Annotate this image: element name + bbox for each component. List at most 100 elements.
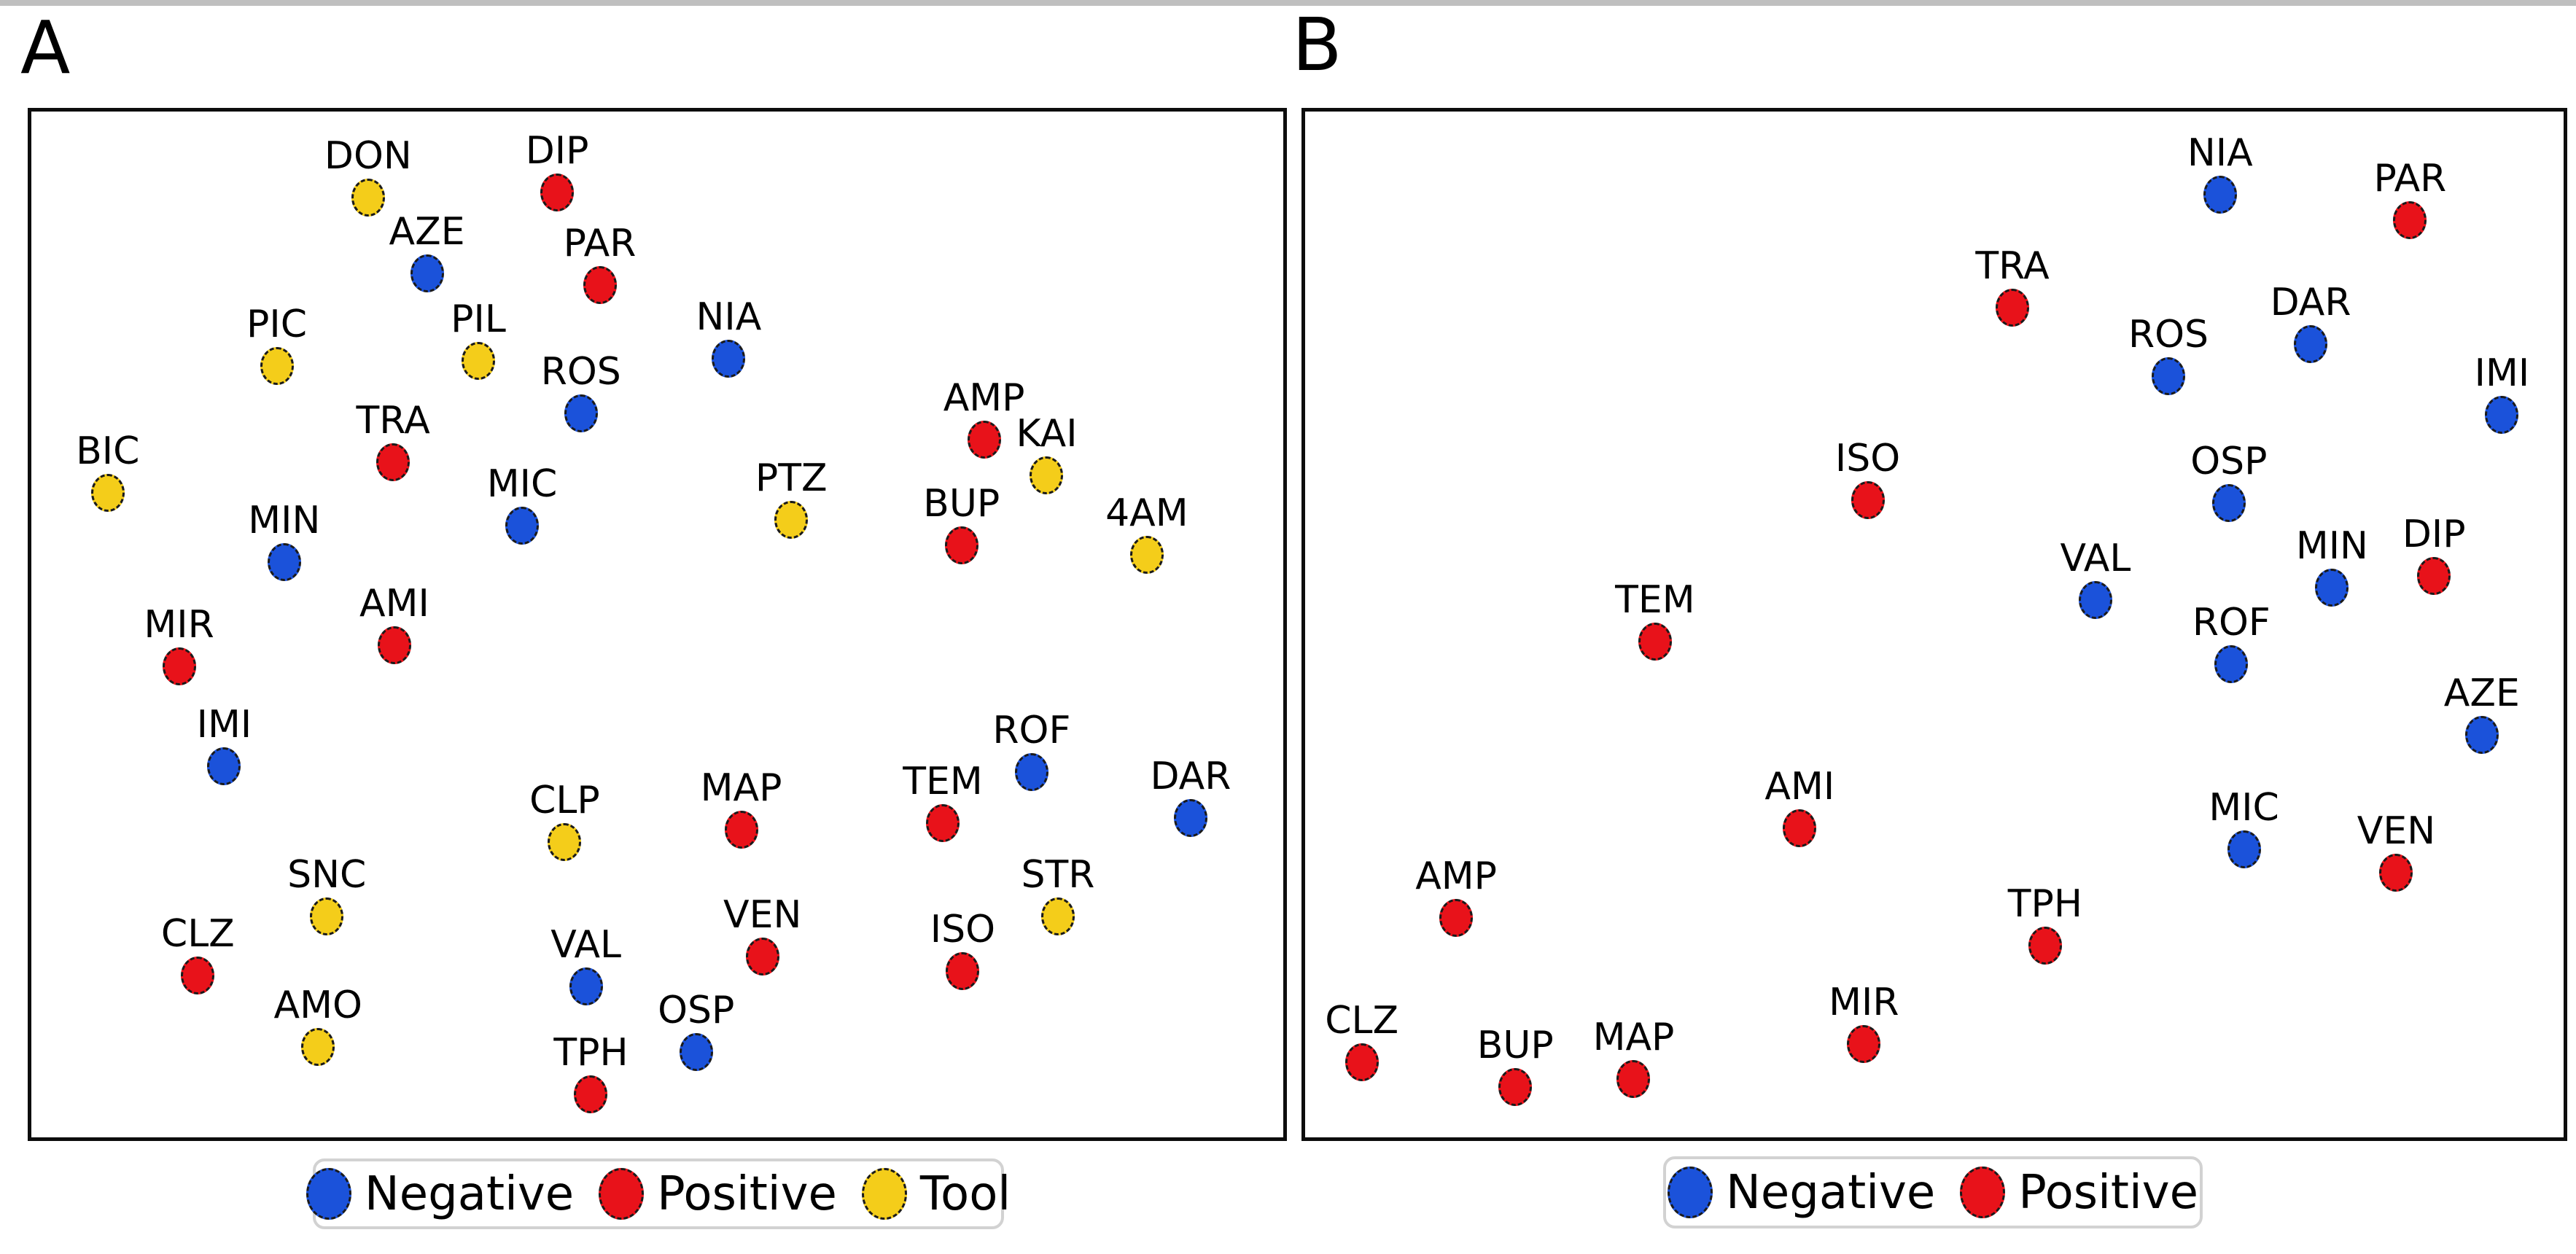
point-label: BUP — [1476, 1024, 1554, 1068]
negative-marker-icon — [2294, 325, 2328, 364]
positive-marker-icon — [162, 647, 196, 686]
point-label: TRA — [1975, 244, 2050, 288]
positive-marker-icon — [2393, 201, 2427, 240]
point-label: MAP — [700, 766, 782, 810]
positive-marker-icon — [1783, 809, 1817, 848]
point-label: BIC — [76, 429, 140, 474]
legend-label: Tool — [919, 1167, 1011, 1221]
positive-marker-icon — [1996, 288, 2029, 327]
point-label: MIR — [1829, 980, 1899, 1024]
point-label: IMI — [2474, 351, 2530, 396]
point-label: TEM — [1615, 578, 1695, 623]
point-label: STR — [1021, 853, 1095, 897]
negative-marker-icon — [267, 542, 301, 581]
screenshot-top-edge — [0, 0, 2576, 6]
positive-marker-icon — [540, 174, 575, 212]
point-label: AZE — [2443, 671, 2520, 716]
point-label: KAI — [1016, 412, 1078, 456]
legend-item-negative: Negative — [1668, 1166, 1935, 1220]
tool-marker-icon — [548, 822, 582, 861]
tool-marker-icon — [310, 897, 344, 936]
point-label: AMI — [359, 581, 429, 626]
point-label: IMI — [196, 702, 252, 747]
point-label: OSP — [658, 989, 735, 1033]
positive-marker-icon — [1345, 1043, 1379, 1082]
point-label: NIA — [696, 295, 762, 340]
negative-marker-icon — [410, 254, 444, 293]
legend-item-tool: Tool — [861, 1167, 1011, 1221]
panel-b-legend: Negative Positive — [1663, 1156, 2203, 1228]
point-label: ROF — [992, 709, 1071, 753]
point-label: PIL — [451, 297, 506, 341]
negative-marker-icon — [1173, 799, 1207, 838]
point-label: DAR — [2270, 281, 2351, 325]
positive-marker-icon — [1851, 481, 1885, 520]
negative-marker-icon — [2227, 830, 2261, 868]
point-label: DIP — [2402, 513, 2466, 557]
positive-marker-icon — [745, 938, 779, 976]
positive-marker-icon — [925, 804, 960, 843]
point-label: TPH — [553, 1030, 629, 1075]
positive-marker-icon — [2379, 853, 2413, 892]
positive-marker-icon — [967, 421, 1001, 459]
panel-a-label: A — [20, 5, 71, 90]
point-label: ISO — [930, 908, 996, 952]
tool-marker-icon — [1129, 535, 1164, 574]
panel-b-label: B — [1292, 2, 1342, 87]
point-label: ROS — [2128, 313, 2209, 357]
negative-legend-marker-icon — [1668, 1167, 1713, 1218]
negative-marker-icon — [679, 1033, 713, 1072]
point-label: ROF — [2192, 601, 2270, 645]
point-label: VAL — [2060, 536, 2131, 580]
negative-legend-marker-icon — [306, 1168, 351, 1220]
point-label: NIA — [2187, 131, 2253, 175]
positive-marker-icon — [1439, 898, 1474, 937]
point-label: ROS — [540, 349, 621, 394]
positive-marker-icon — [1498, 1068, 1533, 1107]
panel-a-legend: Negative Positive Tool — [306, 1158, 1011, 1229]
tool-marker-icon — [461, 341, 495, 380]
legend-label: Negative — [364, 1167, 575, 1221]
legend-label: Positive — [2018, 1165, 2198, 1220]
legend-item-positive: Positive — [1960, 1166, 2198, 1220]
point-label: SNC — [287, 853, 367, 897]
positive-legend-marker-icon — [599, 1168, 645, 1220]
point-label: TPH — [2007, 881, 2082, 926]
legend-item-negative: Negative — [306, 1167, 574, 1221]
point-label: AMP — [943, 376, 1025, 421]
positive-marker-icon — [2028, 926, 2062, 965]
tool-marker-icon — [90, 474, 125, 513]
positive-marker-icon — [944, 526, 978, 565]
point-label: CLZ — [1325, 999, 1399, 1043]
positive-legend-marker-icon — [1960, 1167, 2006, 1218]
negative-marker-icon — [2315, 568, 2349, 607]
legend-label: Positive — [657, 1167, 837, 1221]
point-label: MIN — [2295, 523, 2368, 568]
legend-item-positive: Positive — [599, 1167, 837, 1221]
tool-marker-icon — [301, 1028, 335, 1067]
point-label: DON — [324, 134, 412, 179]
positive-marker-icon — [574, 1075, 608, 1113]
point-label: MIC — [2209, 785, 2279, 830]
positive-marker-icon — [724, 810, 758, 849]
negative-marker-icon — [1014, 753, 1048, 792]
positive-marker-icon — [1616, 1059, 1651, 1098]
point-label: MIC — [486, 462, 558, 507]
point-label: PIC — [246, 302, 308, 346]
point-label: TEM — [903, 760, 983, 804]
point-label: MAP — [1592, 1015, 1675, 1059]
negative-marker-icon — [2211, 484, 2246, 523]
point-label: AMI — [1764, 765, 1835, 809]
tool-marker-icon — [1030, 456, 1064, 495]
legend-label: Negative — [1726, 1165, 1936, 1220]
negative-marker-icon — [505, 507, 540, 545]
point-label: MIR — [144, 603, 214, 647]
point-label: ISO — [1834, 437, 1901, 481]
positive-marker-icon — [377, 626, 411, 664]
negative-marker-icon — [2078, 580, 2112, 619]
negative-marker-icon — [2152, 357, 2186, 395]
negative-marker-icon — [2464, 716, 2499, 755]
positive-marker-icon — [1847, 1024, 1881, 1063]
